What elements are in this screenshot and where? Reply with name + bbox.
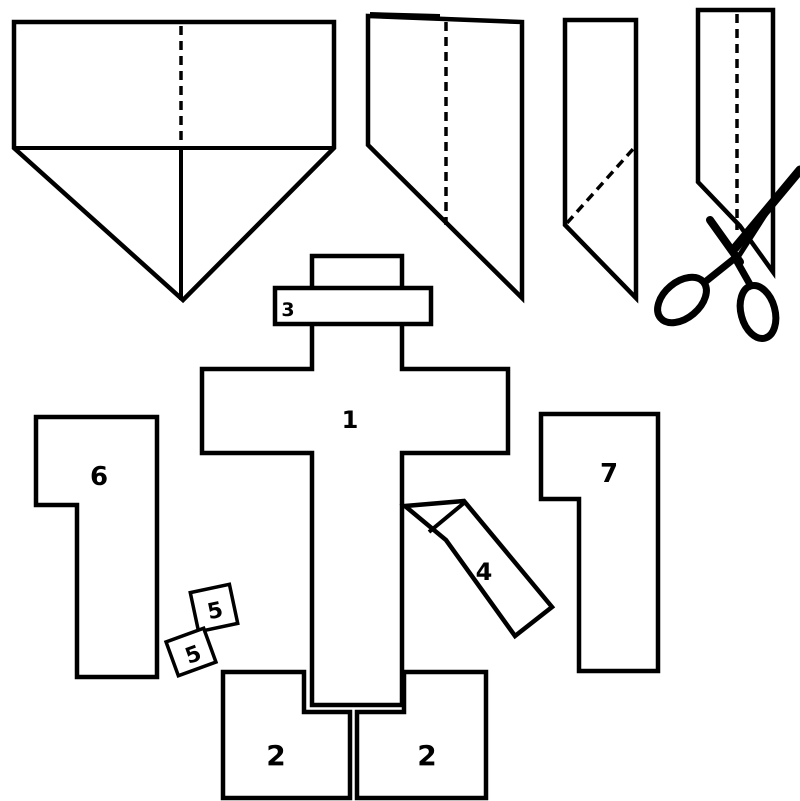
left-piece-6 [36,417,157,677]
top-bar-piece-3 [275,288,431,324]
label-base-left: 2 [266,739,285,772]
fold-step-4 [698,10,773,272]
label-cross: 1 [342,406,359,434]
label-left-piece: 6 [90,462,108,492]
right-piece-7 [541,414,658,671]
fold-step-1 [14,22,334,300]
label-base-right: 2 [417,739,436,772]
label-top-bar: 3 [281,299,294,321]
label-slant-bar: 4 [476,558,493,586]
fold-step-3 [565,20,636,298]
label-right-piece: 7 [600,459,618,489]
